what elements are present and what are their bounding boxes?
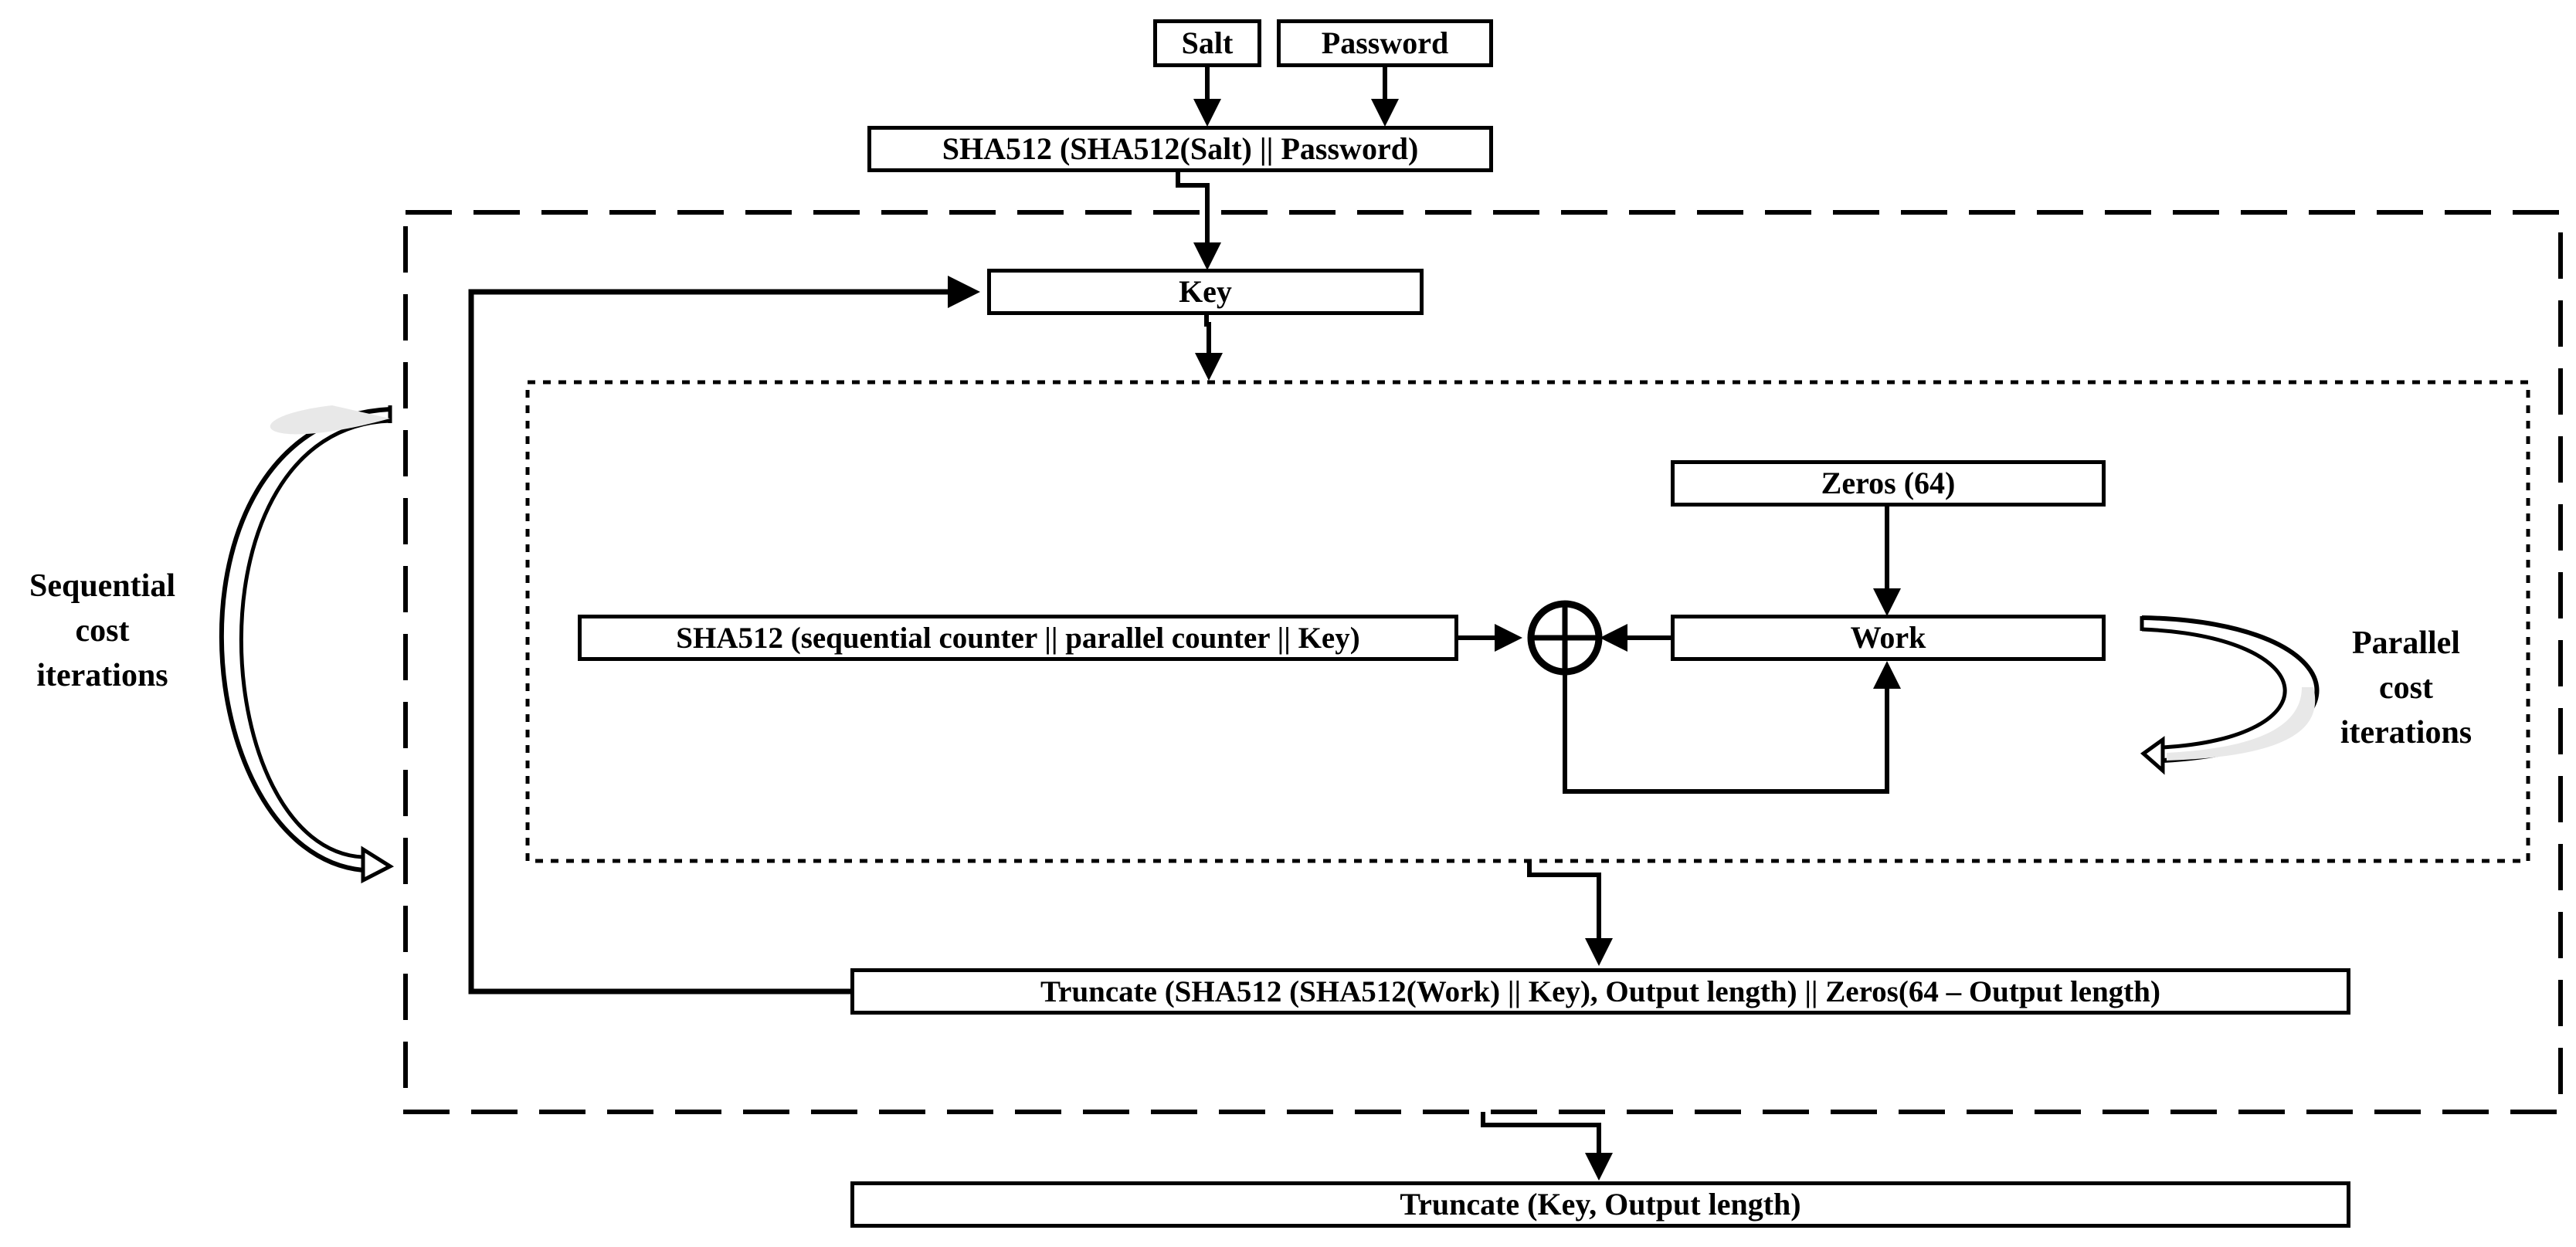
sequential-loop-arrow-icon	[219, 405, 395, 884]
sequential-loop-boundary	[403, 210, 2563, 1114]
sequential-label-line-2: cost	[75, 613, 130, 649]
sha-counter-box: SHA512 (sequential counter || parallel c…	[578, 615, 1458, 661]
work-box: Work	[1671, 615, 2106, 661]
arrow-truncate-feedback-to-key	[468, 276, 980, 995]
sequential-label-line-1: Sequential	[29, 568, 176, 604]
zeros-box: Zeros (64)	[1671, 460, 2106, 507]
arrow-xor-feedback-to-work	[1563, 661, 1901, 794]
sequential-cost-label: Sequential cost iterations	[0, 564, 205, 698]
arrow-prehash-to-key	[1176, 171, 1221, 270]
arrow-parallel-loop-to-truncate	[1527, 862, 1613, 966]
parallel-loop-boundary	[525, 380, 2530, 863]
key-box: Key	[987, 269, 1424, 315]
truncate-inner-box: Truncate (SHA512 (SHA512(Work) || Key), …	[850, 968, 2350, 1015]
arrow-key-to-parallel-loop	[1195, 315, 1223, 381]
parallel-label-line-3: iterations	[2340, 715, 2472, 751]
password-box: Password	[1277, 19, 1493, 67]
arrow-loop-to-final-truncate	[1481, 1112, 1613, 1181]
xor-icon	[1527, 600, 1603, 676]
truncate-final-box: Truncate (Key, Output length)	[850, 1181, 2350, 1228]
prehash-box: SHA512 (SHA512(Salt) || Password)	[867, 126, 1493, 172]
parallel-cost-label: Parallel cost iterations	[2302, 621, 2510, 755]
parallel-loop-arrow-icon	[2140, 615, 2320, 775]
parallel-label-line-1: Parallel	[2352, 625, 2460, 661]
sequential-label-line-3: iterations	[36, 658, 168, 693]
parallel-label-line-2: cost	[2379, 670, 2433, 706]
salt-box: Salt	[1153, 19, 1261, 67]
